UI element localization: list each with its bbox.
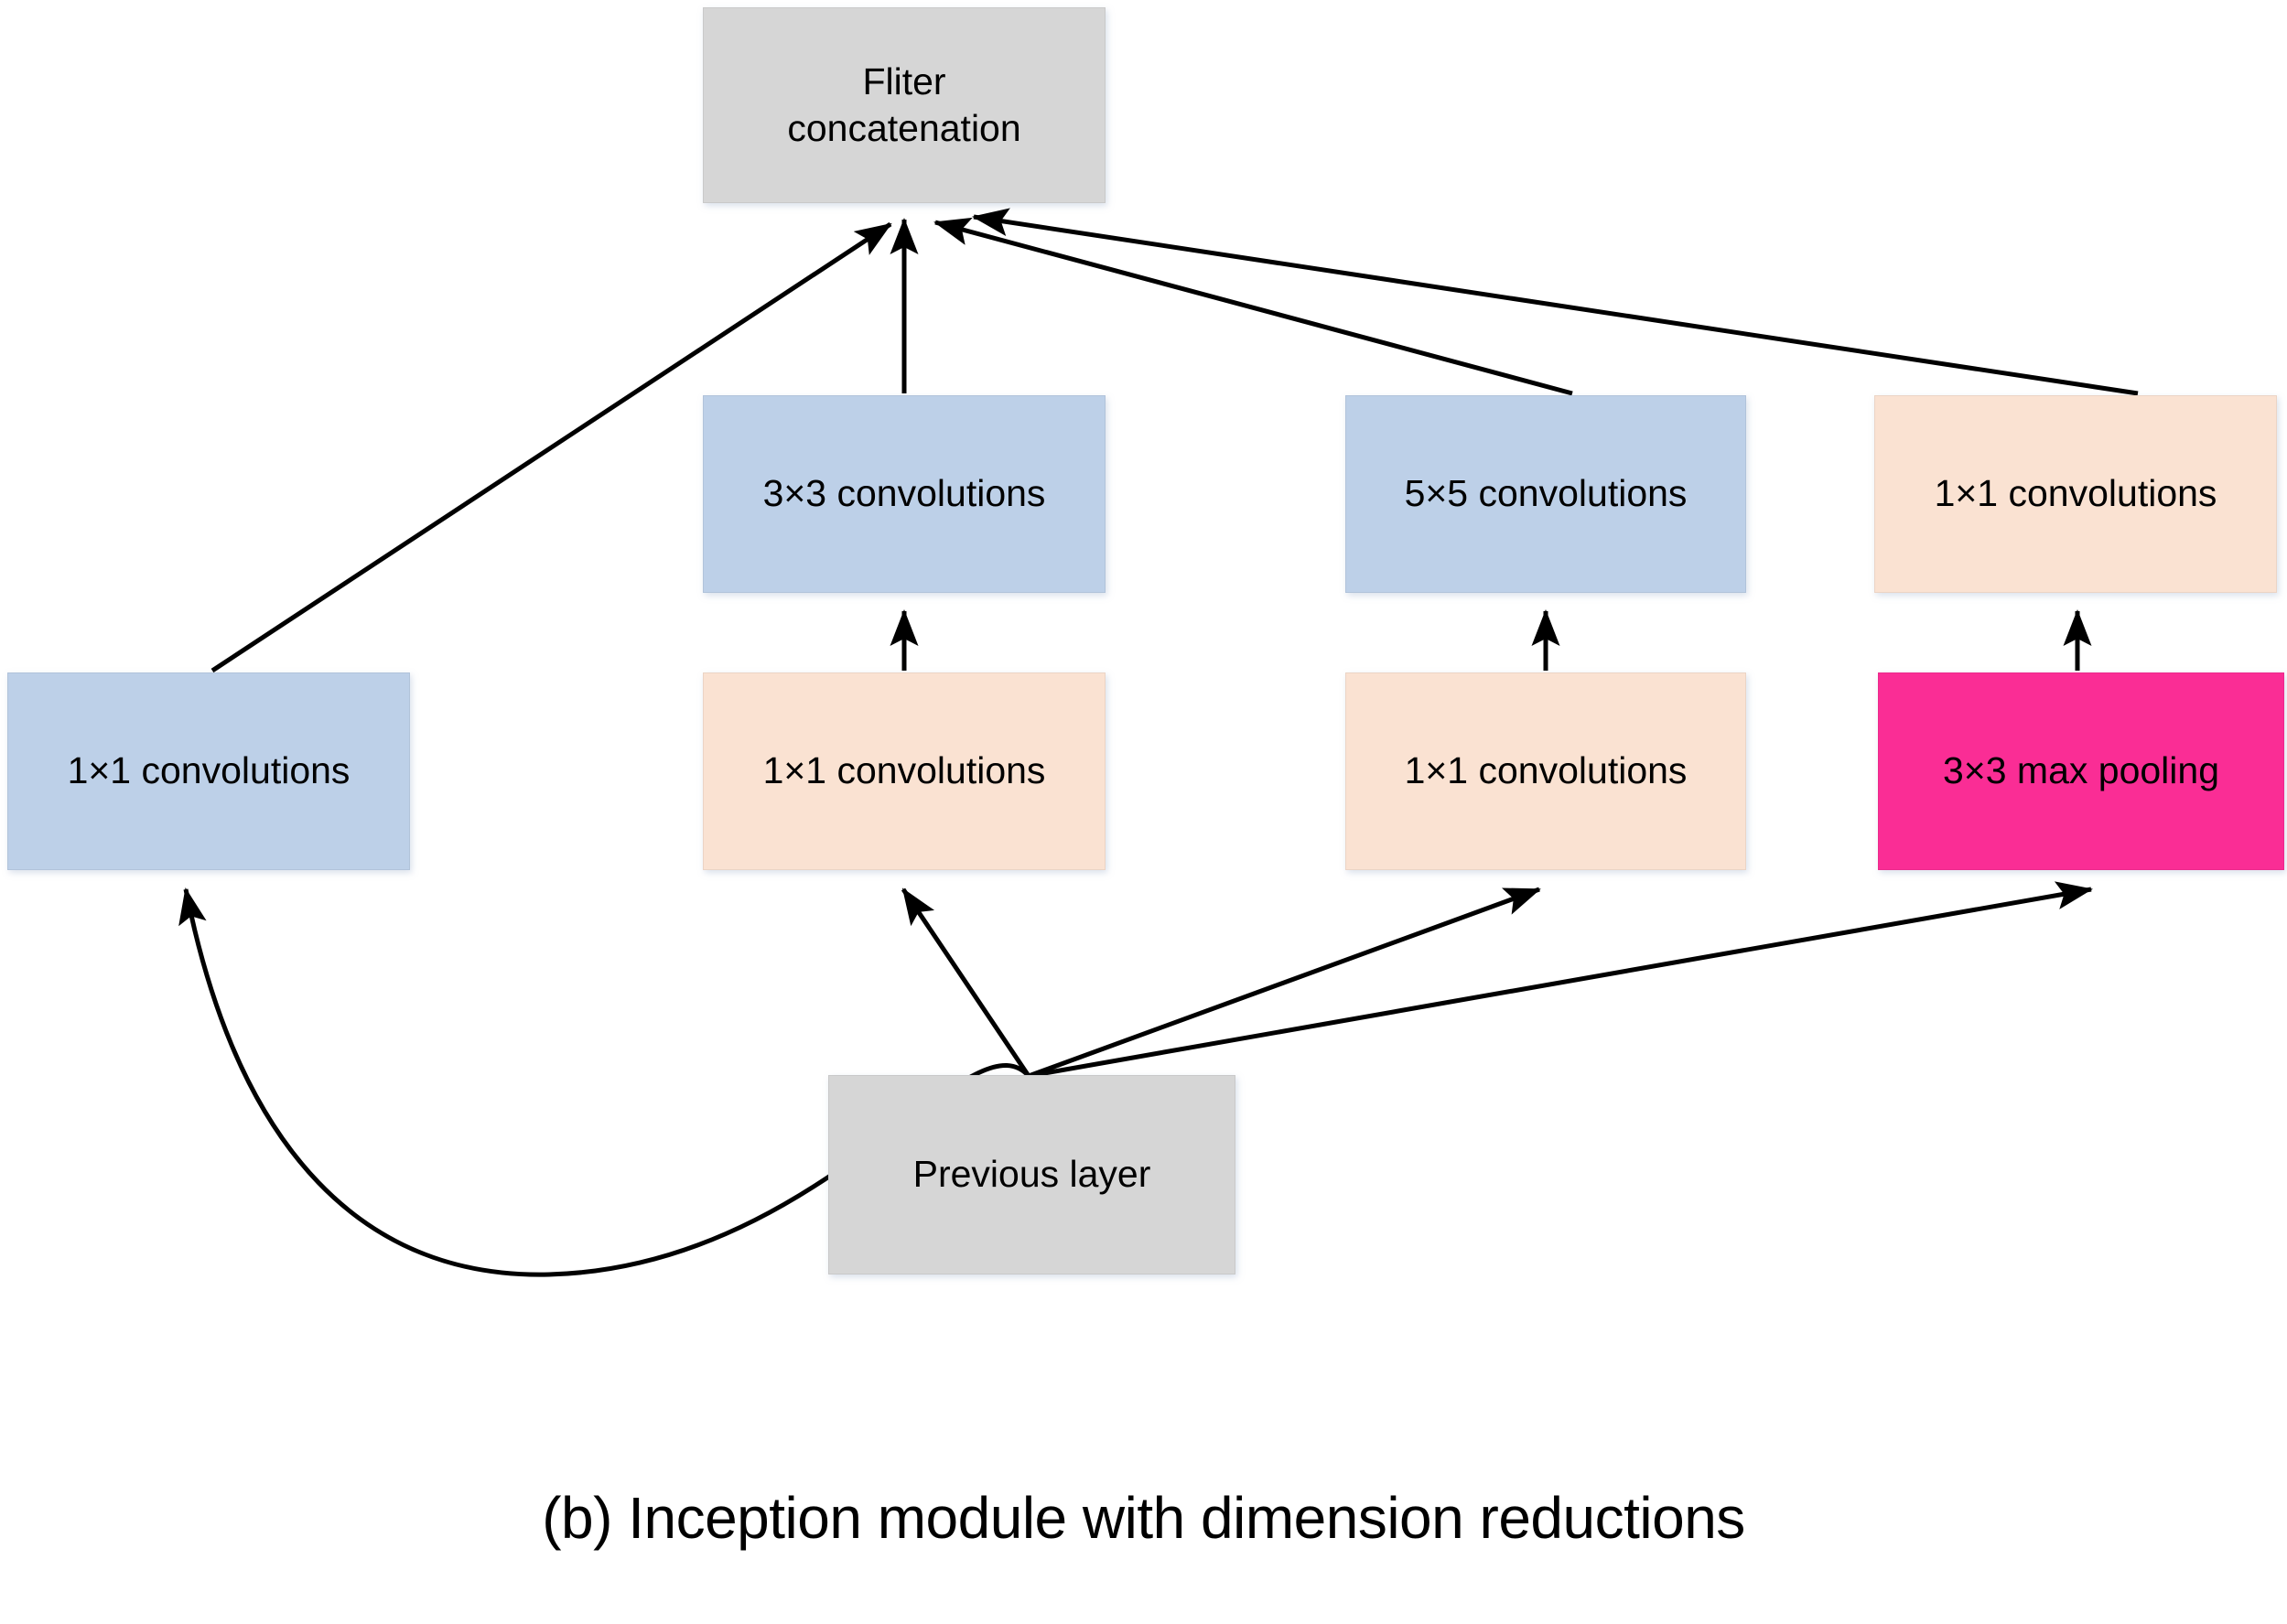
edge-conv-5x5-to-concat: [933, 217, 1573, 396]
figure-caption: (b) Inception module with dimension redu…: [542, 1485, 1745, 1551]
node-label-maxpool-3x3: 3×3 max pooling: [1942, 749, 2219, 792]
node-conv-1x1-reduce-5x5[interactable]: 1×1 convolutions: [1345, 672, 1746, 870]
edge-prev-to-maxpool: [1028, 881, 2093, 1079]
node-conv-3x3[interactable]: 3×3 convolutions: [703, 395, 1106, 593]
node-label-conv-1x1-reduce-5x5: 1×1 convolutions: [1404, 749, 1688, 792]
edge-1x1-pool-branch-to-concat: [972, 208, 2139, 396]
edge-prev-to-1x1-reduce-3x3: [901, 887, 1031, 1078]
node-label-conv-1x1-reduce-3x3: 1×1 convolutions: [762, 749, 1046, 792]
node-previous-layer[interactable]: Previous layer: [828, 1075, 1235, 1274]
node-maxpool-3x3[interactable]: 3×3 max pooling: [1878, 672, 2284, 870]
node-label-previous-layer: Previous layer: [912, 1153, 1151, 1196]
node-conv-1x1-pool-branch[interactable]: 1×1 convolutions: [1874, 395, 2277, 593]
node-conv-1x1-direct[interactable]: 1×1 convolutions: [7, 672, 410, 870]
node-label-conv-3x3: 3×3 convolutions: [762, 472, 1046, 515]
node-filter-concatenation[interactable]: Fliter concatenation: [703, 7, 1106, 203]
node-label-conv-1x1-direct: 1×1 convolutions: [67, 749, 351, 792]
edge-prev-to-1x1-reduce-5x5: [1028, 887, 1541, 1079]
node-conv-1x1-reduce-3x3[interactable]: 1×1 convolutions: [703, 672, 1106, 870]
node-label-conv-5x5: 5×5 convolutions: [1404, 472, 1688, 515]
node-label-filter-concatenation: Fliter concatenation: [787, 59, 1021, 149]
node-conv-5x5[interactable]: 5×5 convolutions: [1345, 395, 1746, 593]
node-label-conv-1x1-pool-branch: 1×1 convolutions: [1934, 472, 2217, 515]
